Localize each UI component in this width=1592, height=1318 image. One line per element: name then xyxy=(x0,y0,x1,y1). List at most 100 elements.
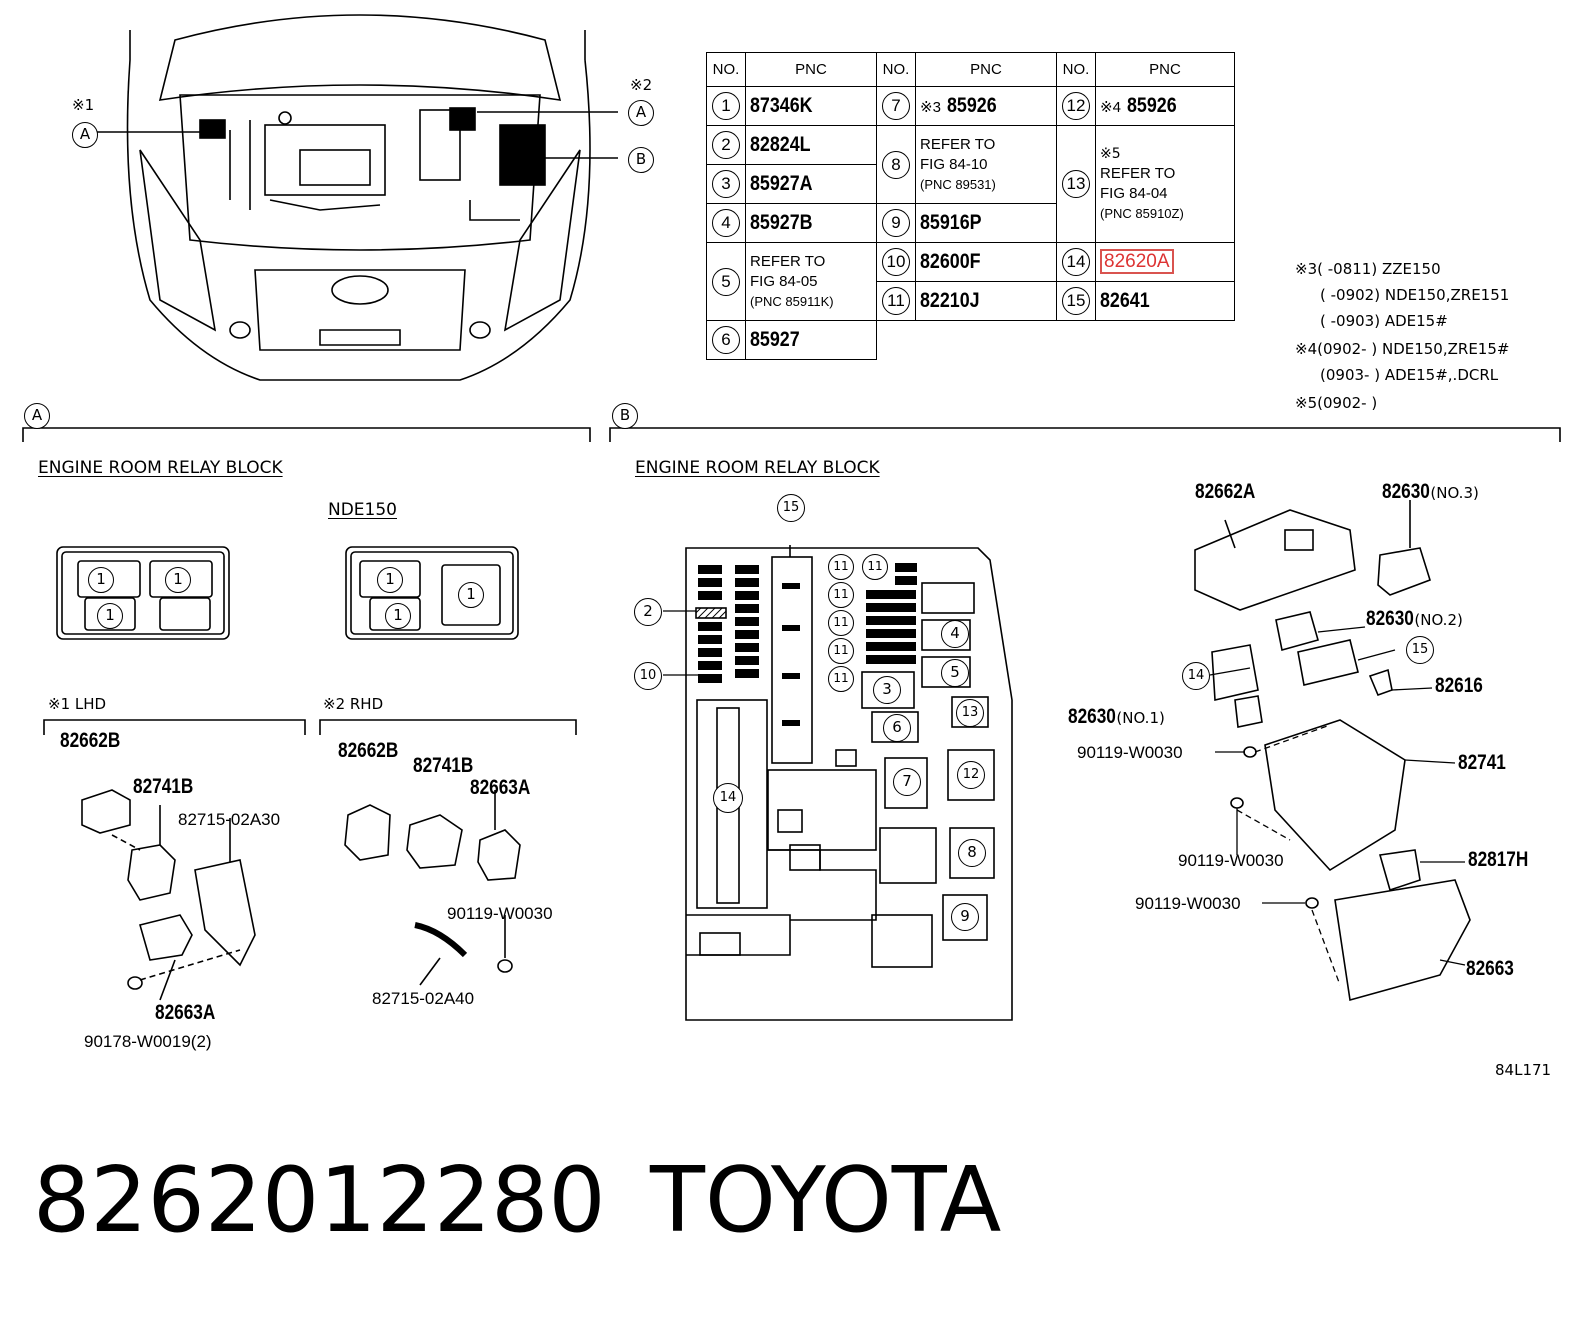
section-b-title: ENGINE ROOM RELAY BLOCK xyxy=(635,458,880,478)
refer-pnc-text: (PNC 89531) xyxy=(920,176,996,192)
part-label[interactable]: 82662B xyxy=(60,729,121,752)
pnc-value: 87346K xyxy=(750,94,813,117)
block-position[interactable]: 10 xyxy=(634,662,662,690)
footnote-line: ※5(0902- ) xyxy=(1295,394,1378,412)
item-number: 2 xyxy=(712,131,740,159)
relay-position: 1 xyxy=(97,603,123,629)
figure-code: 84L171 xyxy=(1495,1061,1552,1079)
part-callout[interactable]: 15 xyxy=(1406,636,1434,664)
part-label[interactable]: 90119-W0030 xyxy=(1077,743,1183,762)
block-position[interactable]: 15 xyxy=(777,494,805,522)
item-number: 3 xyxy=(712,170,740,198)
part-label[interactable]: 82715-02A40 xyxy=(372,989,475,1008)
refer-pnc-text: (PNC 85911K) xyxy=(750,293,834,309)
part-label[interactable]: 82663A xyxy=(470,776,531,799)
part-label[interactable]: 82741B xyxy=(133,775,194,798)
block-position[interactable]: 14 xyxy=(713,783,743,813)
block-position[interactable]: 13 xyxy=(956,699,984,727)
table-row: 5 REFER TO FIG 84-05 (PNC 85911K) 10 826… xyxy=(706,242,1235,321)
part-label-group[interactable]: 82630(NO.2) xyxy=(1366,607,1463,630)
item-number: 15 xyxy=(1062,287,1090,315)
pnc-value: 85916P xyxy=(920,211,982,234)
block-position[interactable]: 6 xyxy=(883,714,911,742)
block-position[interactable]: 8 xyxy=(958,839,986,867)
callout-a[interactable]: A xyxy=(628,100,654,126)
block-position[interactable]: 12 xyxy=(957,761,985,789)
item-number: 9 xyxy=(882,209,910,237)
table-row: 11 82210J 15 82641 xyxy=(707,281,1235,321)
block-position[interactable]: 9 xyxy=(951,903,979,931)
refer-fig-text: FIG 84-04 xyxy=(1100,185,1168,202)
brand-name: TOYOTA xyxy=(650,1148,1002,1253)
part-label[interactable]: 82817H xyxy=(1468,848,1529,871)
item-number: 13 xyxy=(1062,170,1090,198)
pnc-value: 82641 xyxy=(1100,289,1150,312)
block-position[interactable]: 2 xyxy=(634,598,662,626)
section-a-title: ENGINE ROOM RELAY BLOCK xyxy=(38,458,283,478)
pnc-value: 82210J xyxy=(920,289,980,312)
rhd-label: ※2 RHD xyxy=(323,695,384,713)
footnote-line: ※4(0902- ) NDE150,ZRE15# xyxy=(1295,340,1510,358)
callout-b[interactable]: B xyxy=(628,147,654,173)
note-1-mark: ※1 xyxy=(72,96,95,114)
part-label[interactable]: 90119-W0030 xyxy=(447,904,553,923)
part-callout[interactable]: 14 xyxy=(1182,662,1210,690)
part-label[interactable]: 82663 xyxy=(1466,957,1514,980)
part-label-group[interactable]: 82630(NO.3) xyxy=(1382,480,1479,503)
footnote-mark: ※5 xyxy=(1100,146,1121,162)
block-position[interactable]: 3 xyxy=(873,676,901,704)
pnc-value: 85926 xyxy=(946,94,997,117)
part-label[interactable]: 82741B xyxy=(413,754,474,777)
car-front-illustration xyxy=(85,14,618,381)
footnote-line: ( -0902) NDE150,ZRE151 xyxy=(1320,286,1510,304)
block-position[interactable]: 4 xyxy=(941,620,969,648)
block-position[interactable]: 7 xyxy=(893,768,921,796)
column-header-pnc: PNC xyxy=(915,52,1057,87)
item-number: 6 xyxy=(712,326,740,354)
footnote-line: (0903- ) ADE15#,.DCRL xyxy=(1320,366,1499,384)
lhd-exploded-view xyxy=(81,789,256,1001)
pnc-value: 85927 xyxy=(750,328,800,351)
block-position[interactable]: 11 xyxy=(828,610,854,636)
footnote-mark: ※3 xyxy=(920,99,941,116)
item-number: 12 xyxy=(1062,92,1090,120)
part-label[interactable]: 82662B xyxy=(338,739,399,762)
part-label[interactable]: 82662A xyxy=(1195,480,1256,503)
part-label[interactable]: 82616 xyxy=(1435,674,1483,697)
block-position[interactable]: 11 xyxy=(828,554,854,580)
item-number: 4 xyxy=(712,209,740,237)
footnote-line: ( -0903) ADE15# xyxy=(1320,312,1448,330)
item-number: 14 xyxy=(1062,248,1090,276)
relay-position: 1 xyxy=(377,567,403,593)
block-position[interactable]: 11 xyxy=(828,638,854,664)
block-position[interactable]: 5 xyxy=(941,659,969,687)
refer-to-text: REFER TO xyxy=(920,135,996,153)
lhd-label: ※1 LHD xyxy=(48,695,107,713)
item-number: 1 xyxy=(712,92,740,120)
block-position[interactable]: 11 xyxy=(828,582,854,608)
part-label[interactable]: 90119-W0030 xyxy=(1178,851,1284,870)
block-position[interactable]: 11 xyxy=(828,666,854,692)
table-row: 1 87346K 7 ※3 85926 12 ※4 85926 xyxy=(706,86,1235,126)
part-label[interactable]: 90119-W0030 xyxy=(1135,894,1241,913)
section-b-marker: B xyxy=(612,403,638,429)
part-label[interactable]: 90178-W0019(2) xyxy=(84,1032,212,1051)
highlighted-pnc-value[interactable]: 82620A xyxy=(1100,249,1174,274)
table-row: 2 82824L 8 REFER TO FIG 84-10 (PNC 89531… xyxy=(706,125,1235,243)
refer-to-text: REFER TO xyxy=(1100,165,1176,182)
relay-position: 1 xyxy=(458,582,484,608)
section-a-marker: A xyxy=(24,403,50,429)
part-label[interactable]: 82741 xyxy=(1458,751,1506,774)
refer-to-text: REFER TO xyxy=(750,252,826,270)
part-label[interactable]: 82715-02A30 xyxy=(178,810,281,829)
relay-block-exploded-view xyxy=(1194,500,1471,1002)
part-number: 8262012280 xyxy=(33,1148,606,1253)
refer-fig-text: FIG 84-05 xyxy=(750,272,818,290)
table-row: 4 85927B 9 85916P xyxy=(706,203,1235,243)
item-number: 11 xyxy=(882,287,910,315)
part-label[interactable]: 82663A xyxy=(155,1001,216,1024)
pnc-value: 82824L xyxy=(750,133,811,156)
block-position[interactable]: 11 xyxy=(862,554,888,580)
part-label-group[interactable]: 82630(NO.1) xyxy=(1068,705,1165,728)
callout-a[interactable]: A xyxy=(72,122,98,148)
